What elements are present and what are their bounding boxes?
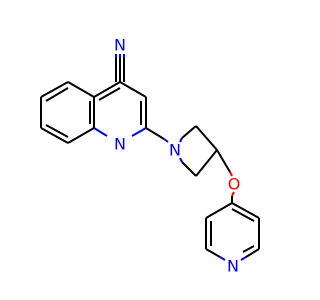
nitrile-group (115, 54, 125, 82)
bond-py-4 (245, 248, 260, 258)
bond-c7-c8 (40, 127, 69, 144)
bond-cc-azn-tip (179, 157, 183, 163)
bond-cb-o (216, 149, 231, 173)
molecule-structure-diagram: N N N O N (40, 36, 260, 276)
azetidine-group (145, 125, 218, 177)
quinoline-benzo-ring (40, 81, 95, 144)
azetidine-nitrogen-label: N (169, 141, 181, 160)
bond-py-6-inner (231, 208, 255, 222)
nitrile-nitrogen-label: N (114, 36, 126, 55)
pyridine-nitrogen-label: N (227, 257, 239, 276)
bond-py-1 (205, 202, 233, 219)
bond-c4a-c4 (93, 81, 121, 98)
bond-c7-c8-inner (45, 124, 69, 138)
bond-py-4-tip (240, 256, 247, 261)
bond-azn-ca-tip (179, 137, 183, 143)
bond-c4a-c4-inner (98, 87, 121, 101)
bond-c5-c6 (40, 81, 69, 98)
bond-c2-azn (145, 127, 165, 140)
bond-c2-azn-tip (163, 138, 169, 143)
bond-py-4-inner (242, 245, 255, 253)
bond-ca-cb (195, 125, 218, 151)
bond-py-3-tip (219, 256, 226, 261)
molecule-canvas: N N N O N (40, 35, 260, 276)
bond-c4-c3 (119, 81, 147, 98)
bond-py-3 (205, 248, 221, 258)
bond-cc-azn (181, 161, 197, 177)
quinoline-nitrogen-label: N (114, 135, 126, 154)
pyridine-ring (205, 202, 260, 261)
quinoline-pyridine-ring (93, 81, 147, 137)
bond-cb-cc (195, 149, 218, 177)
bond-c5-c6-inner (45, 87, 69, 102)
bond-cb-o-tip (229, 171, 233, 177)
bond-n1-c8a-outer (93, 127, 108, 137)
bond-o-cpy-tip (231, 191, 235, 197)
bond-py-6 (231, 202, 260, 219)
atom-labels: N N N O N (114, 36, 240, 276)
ether-oxygen-label: O (228, 175, 241, 194)
bond-azn-ca (181, 125, 197, 139)
ether-linkage (216, 149, 235, 203)
bond-c2-n1 (131, 127, 147, 137)
bond-c4a-c5 (67, 81, 95, 98)
bond-c8-c8a (67, 127, 95, 144)
